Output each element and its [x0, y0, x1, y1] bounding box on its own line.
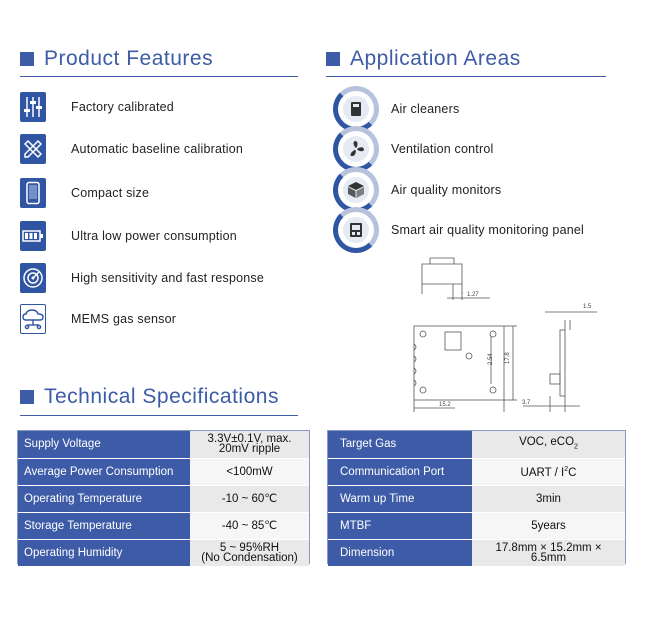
feature-item: High sensitivity and fast response [20, 263, 264, 293]
dim-inner-label: 2.54 [488, 353, 494, 365]
battery-icon [20, 221, 46, 251]
application-label: Air cleaners [391, 102, 460, 116]
spec-key: Warm up Time [328, 485, 472, 513]
features-rule [20, 76, 298, 77]
table-row: Warm up Time 3min [328, 485, 625, 513]
cube-icon [343, 177, 369, 203]
table-row: Target Gas VOC, eCO2 [328, 431, 625, 459]
spec-key: Supply Voltage [18, 431, 190, 459]
dim-width-label: 15.2 [439, 402, 451, 408]
feature-label: High sensitivity and fast response [71, 271, 265, 285]
table-row: Operating Temperature -10 ~ 60℃ [18, 485, 309, 513]
features-title: Product Features [44, 47, 214, 70]
dimension-drawing: 1.27 1.5 2.54 17.8 15.2 3.7 [413, 257, 597, 412]
spec-value: 17.8mm × 15.2mm × 6.5mm [472, 539, 625, 567]
sliders-icon [20, 92, 46, 122]
application-ring [333, 207, 379, 253]
table-row: MTBF 5years [328, 512, 625, 540]
table-row: Average Power Consumption <100mW [18, 458, 309, 486]
spec-key: Communication Port [328, 458, 472, 486]
application-ring [333, 86, 379, 132]
application-item: Smart air quality monitoring panel [333, 207, 584, 253]
heading-square [20, 390, 34, 404]
specs-heading: Technical Specifications [20, 385, 279, 409]
spec-table-left: Supply Voltage 3.3V±0.1V, max.20mV rippl… [18, 431, 309, 567]
application-item: Ventilation control [333, 126, 493, 172]
dim-depth-label: 3.7 [522, 400, 531, 406]
spec-value: UART / I2C [472, 458, 625, 486]
cloud-network-icon [20, 304, 46, 334]
feature-label: Ultra low power consumption [71, 229, 237, 243]
specs-title: Technical Specifications [44, 385, 279, 408]
air-purifier-icon [343, 96, 369, 122]
spec-key: Dimension [328, 539, 472, 567]
features-heading: Product Features [20, 47, 213, 71]
applications-rule [326, 76, 606, 77]
heading-square [20, 52, 34, 66]
spec-value: -40 ~ 85℃ [190, 512, 309, 540]
ruler-pencil-icon [20, 134, 46, 164]
radar-icon [20, 263, 46, 293]
spec-value: 3min [472, 485, 625, 513]
applications-heading: Application Areas [326, 47, 521, 71]
spec-table-right: Target Gas VOC, eCO2 Communication Port … [328, 431, 625, 567]
application-item: Air cleaners [333, 86, 459, 132]
spec-value: 5years [472, 512, 625, 540]
spec-key: Storage Temperature [18, 512, 190, 540]
feature-item: Factory calibrated [20, 92, 174, 122]
feature-label: MEMS gas sensor [71, 312, 177, 326]
dim-height-label: 17.8 [505, 352, 511, 364]
heading-square [326, 52, 340, 66]
table-row: Supply Voltage 3.3V±0.1V, max.20mV rippl… [18, 431, 309, 459]
dim-top-label: 1.27 [467, 292, 479, 298]
application-label: Ventilation control [391, 142, 494, 156]
application-label: Smart air quality monitoring panel [391, 223, 584, 237]
spec-key: Operating Humidity [18, 539, 190, 567]
feature-label: Automatic baseline calibration [71, 142, 244, 156]
fan-icon [343, 136, 369, 162]
application-ring [333, 126, 379, 172]
spec-value: -10 ~ 60℃ [190, 485, 309, 513]
feature-item: Compact size [20, 178, 149, 208]
feature-label: Compact size [71, 186, 150, 200]
feature-label: Factory calibrated [71, 100, 174, 114]
phone-icon [20, 178, 46, 208]
spec-value: 3.3V±0.1V, max.20mV ripple [190, 431, 309, 459]
panel-icon [343, 217, 369, 243]
spec-value: <100mW [190, 458, 309, 486]
spec-key: Average Power Consumption [18, 458, 190, 486]
spec-value: 5 ~ 95%RH(No Condensation) [190, 539, 309, 567]
table-row: Dimension 17.8mm × 15.2mm × 6.5mm [328, 539, 625, 567]
spec-key: MTBF [328, 512, 472, 540]
feature-item: Ultra low power consumption [20, 221, 237, 251]
dim-side-label: 1.5 [583, 304, 592, 310]
spec-value: VOC, eCO2 [472, 431, 625, 459]
application-label: Air quality monitors [391, 183, 502, 197]
table-row: Communication Port UART / I2C [328, 458, 625, 486]
applications-title: Application Areas [350, 47, 521, 70]
table-row: Operating Humidity 5 ~ 95%RH(No Condensa… [18, 539, 309, 567]
specs-rule [20, 415, 298, 416]
feature-item: Automatic baseline calibration [20, 134, 243, 164]
feature-item: MEMS gas sensor [20, 304, 176, 334]
table-row: Storage Temperature -40 ~ 85℃ [18, 512, 309, 540]
spec-key: Target Gas [328, 431, 472, 459]
spec-key: Operating Temperature [18, 485, 190, 513]
